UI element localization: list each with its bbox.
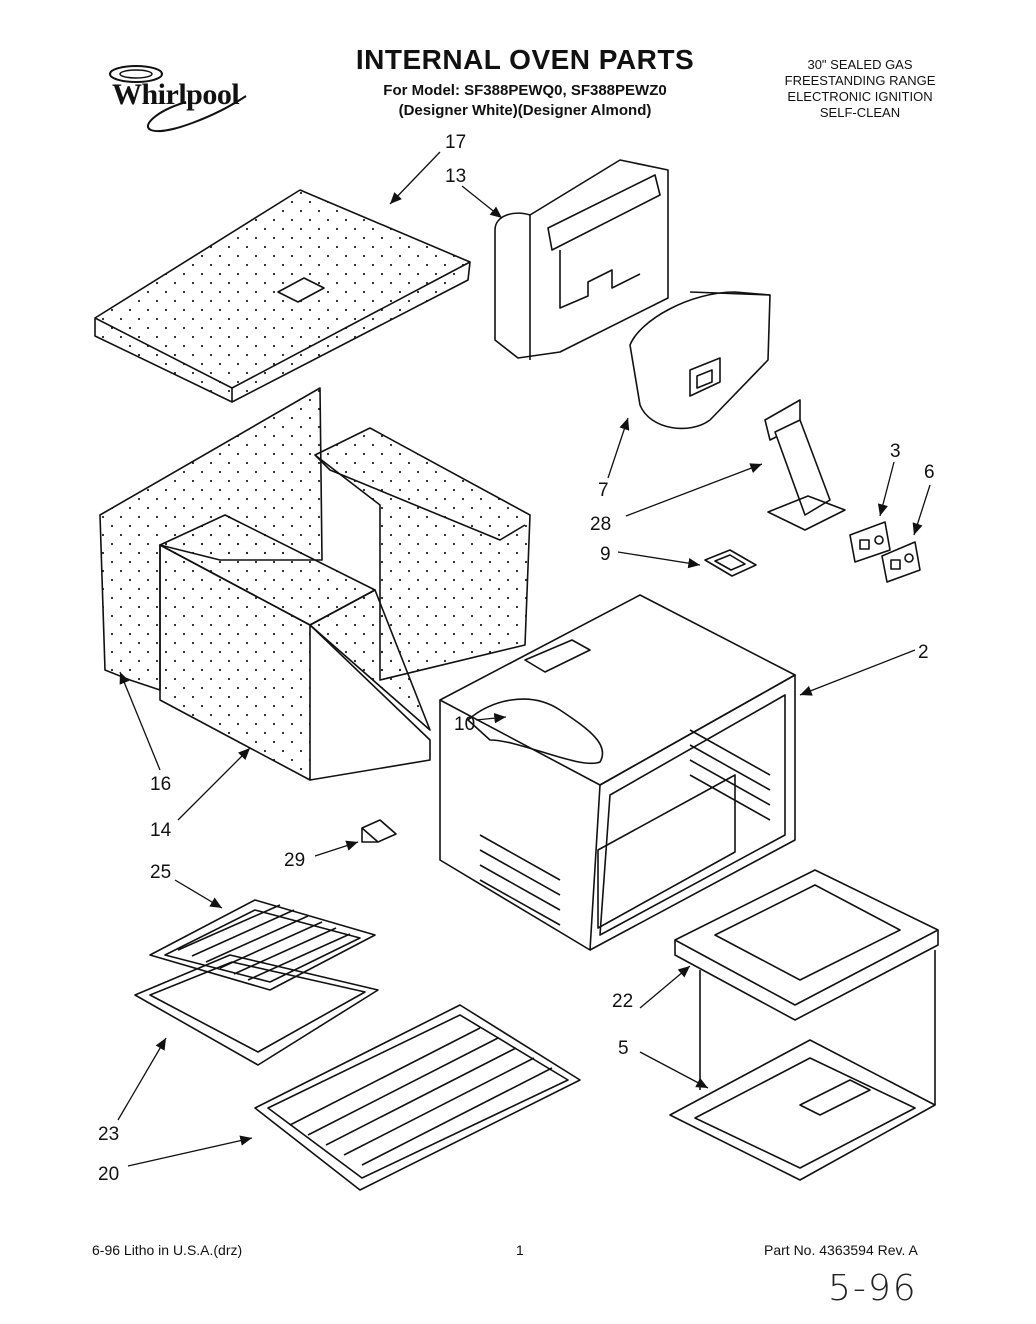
callout-numbers: 17 13 7 28 3 6 9 2 10 16 14 29 25 22 5 2… (98, 132, 935, 1185)
part-6-gasket (881, 541, 921, 583)
callout-5: 5 (618, 1038, 629, 1059)
logo-swirl-icon (109, 65, 247, 133)
product-description: 30" SEALED GAS FREESTANDING RANGE ELECTR… (760, 57, 960, 121)
callout-2: 2 (918, 642, 929, 663)
callout-17: 17 (445, 132, 466, 153)
part-22-bottom-panel (674, 869, 939, 1021)
part-5-burner-box (669, 950, 936, 1181)
whirlpool-logo: Whirlpool (96, 56, 266, 136)
callout-22: 22 (612, 991, 633, 1012)
part-7-shield (629, 291, 771, 430)
description-line: SELF-CLEAN (819, 105, 901, 120)
callout-16: 16 (150, 774, 171, 795)
part-20-oven-rack (254, 1004, 581, 1191)
leader-lines (117, 151, 931, 1167)
callout-14: 14 (150, 820, 172, 841)
part-3-gasket (849, 521, 891, 563)
description-line: 30" SEALED GAS (807, 57, 913, 72)
callout-10: 10 (454, 714, 475, 735)
callout-23: 23 (98, 1124, 119, 1145)
part-23-broiler-pan (134, 954, 379, 1066)
page-number: 1 (516, 1242, 524, 1258)
print-info: 6-96 Litho in U.S.A.(drz) (92, 1242, 243, 1258)
callout-9: 9 (600, 544, 611, 565)
page-title: INTERNAL OVEN PARTS (355, 44, 695, 75)
part-25-broiler-grid (149, 899, 376, 991)
part-13-vent-duct (494, 159, 669, 360)
description-line: FREESTANDING RANGE (784, 73, 936, 88)
callout-28: 28 (590, 514, 611, 535)
part-2-oven-cavity (439, 594, 796, 951)
brand-wordmark: Whirlpool (112, 78, 240, 111)
callout-6: 6 (924, 462, 935, 483)
callout-7: 7 (598, 480, 609, 501)
finish-line: (Designer White)(Designer Almond) (398, 102, 652, 119)
part-29-clip (361, 819, 397, 843)
callout-25: 25 (150, 862, 171, 883)
callout-3: 3 (890, 441, 901, 462)
part-28-bracket (764, 399, 846, 531)
callout-13: 13 (445, 166, 466, 187)
part-9-gasket (704, 549, 757, 577)
part-14-insulation-front (159, 514, 431, 781)
model-line: For Model: SF388PEWQ0, SF388PEWZ0 (383, 82, 667, 99)
part-17-top-insulation (94, 189, 471, 403)
handwritten-note: 5-96 (828, 1268, 918, 1309)
callout-29: 29 (284, 850, 305, 871)
part-number: Part No. 4363594 Rev. A (764, 1242, 918, 1258)
callout-20: 20 (98, 1164, 119, 1185)
description-line: ELECTRONIC IGNITION (787, 89, 933, 104)
